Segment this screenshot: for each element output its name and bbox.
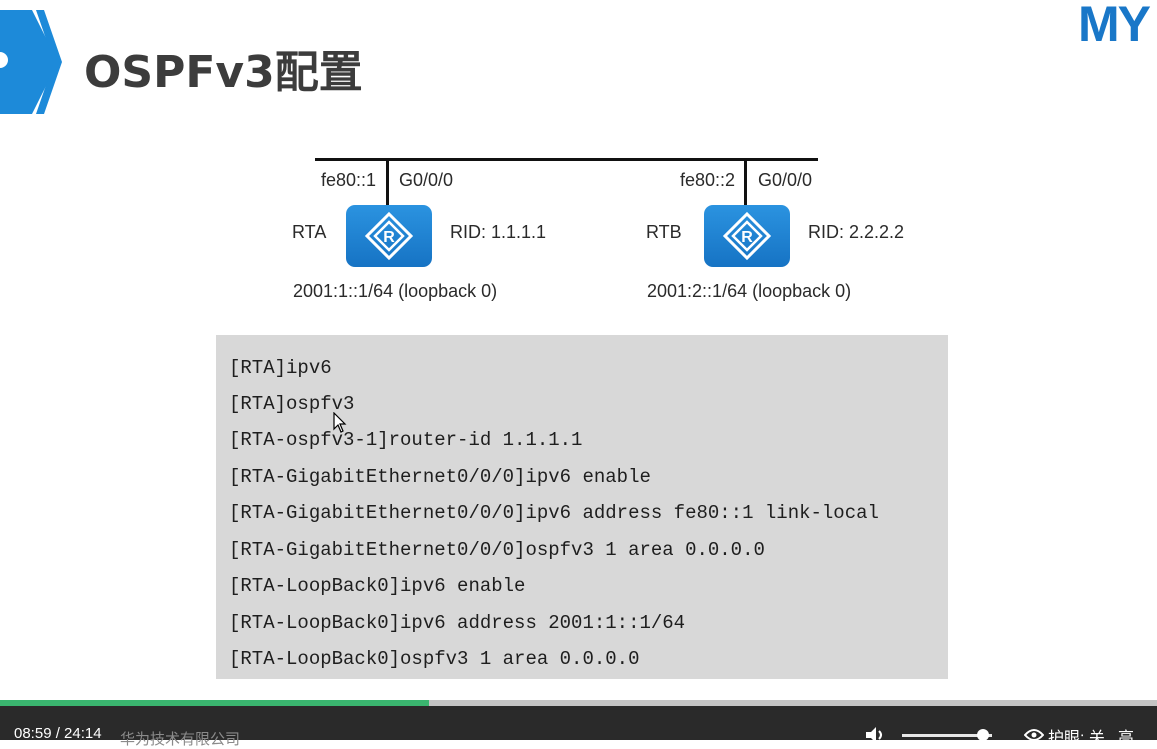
rtb-name: RTB — [646, 222, 682, 242]
rtb-drop-line — [744, 158, 747, 206]
config-line: [RTA-ospfv3-1]router-id 1.1.1.1 — [229, 429, 583, 451]
rta-router-icon: R — [346, 205, 432, 267]
ethernet-link-line — [315, 158, 818, 161]
header-chevron-icon — [0, 10, 62, 114]
rtb-rid: RID: 2.2.2.2 — [808, 222, 905, 242]
brand-logo-text: MY — [1078, 0, 1151, 52]
rta-name: RTA — [292, 222, 327, 242]
config-line: [RTA-GigabitEthernet0/0/0]ospfv3 1 area … — [229, 539, 765, 561]
config-code-block: [RTA]ipv6 [RTA]ospfv3 [RTA-ospfv3-1]rout… — [216, 335, 948, 679]
quality-badge-text: 高 — [1118, 730, 1135, 747]
volume-slider[interactable] — [902, 734, 992, 737]
eye-icon — [1024, 729, 1044, 741]
watermark-text: 华为技术有限公司 — [120, 731, 241, 748]
volume-slider-handle[interactable] — [977, 729, 989, 741]
svg-text:R: R — [741, 229, 753, 246]
rtb-loopback: 2001:2::1/64 (loopback 0) — [647, 281, 852, 301]
config-line: [RTA-GigabitEthernet0/0/0]ipv6 address f… — [229, 502, 879, 524]
video-progress-bar[interactable] — [0, 700, 1157, 706]
video-progress-fill — [0, 700, 430, 706]
brand-logo: MY — [1078, 0, 1151, 49]
config-line: [RTA-LoopBack0]ipv6 address 2001:1::1/64 — [229, 612, 686, 634]
config-line: [RTA-LoopBack0]ospfv3 1 area 0.0.0.0 — [229, 648, 640, 670]
rta-loopback: 2001:1::1/64 (loopback 0) — [293, 281, 498, 301]
config-line: [RTA]ospfv3 — [229, 393, 355, 415]
config-line: [RTA-LoopBack0]ipv6 enable — [229, 575, 526, 597]
rta-interface: G0/0/0 — [399, 170, 454, 190]
rta-drop-line — [386, 158, 389, 206]
rta-link-local: fe80::1 — [321, 170, 377, 190]
slide-title: OSPFv3配置 — [84, 47, 363, 98]
mouse-cursor-icon — [333, 412, 347, 433]
rta-rid: RID: 1.1.1.1 — [450, 222, 547, 242]
config-line: [RTA-GigabitEthernet0/0/0]ipv6 enable — [229, 466, 651, 488]
volume-icon[interactable] — [864, 726, 886, 744]
rtb-interface: G0/0/0 — [758, 170, 813, 190]
svg-text:R: R — [383, 229, 395, 246]
rtb-link-local: fe80::2 — [680, 170, 736, 190]
rtb-router-icon: R — [704, 205, 790, 267]
quality-badge[interactable]: 高 — [1118, 724, 1134, 748]
eye-protection-toggle[interactable]: 护眼: 关 — [1048, 730, 1105, 747]
config-line: [RTA]ipv6 — [229, 357, 332, 379]
playback-time: 08:59 / 24:14 — [14, 725, 102, 742]
video-control-bar: 08:59 / 24:14 华为技术有限公司 护眼: 关 高 — [0, 706, 1157, 748]
